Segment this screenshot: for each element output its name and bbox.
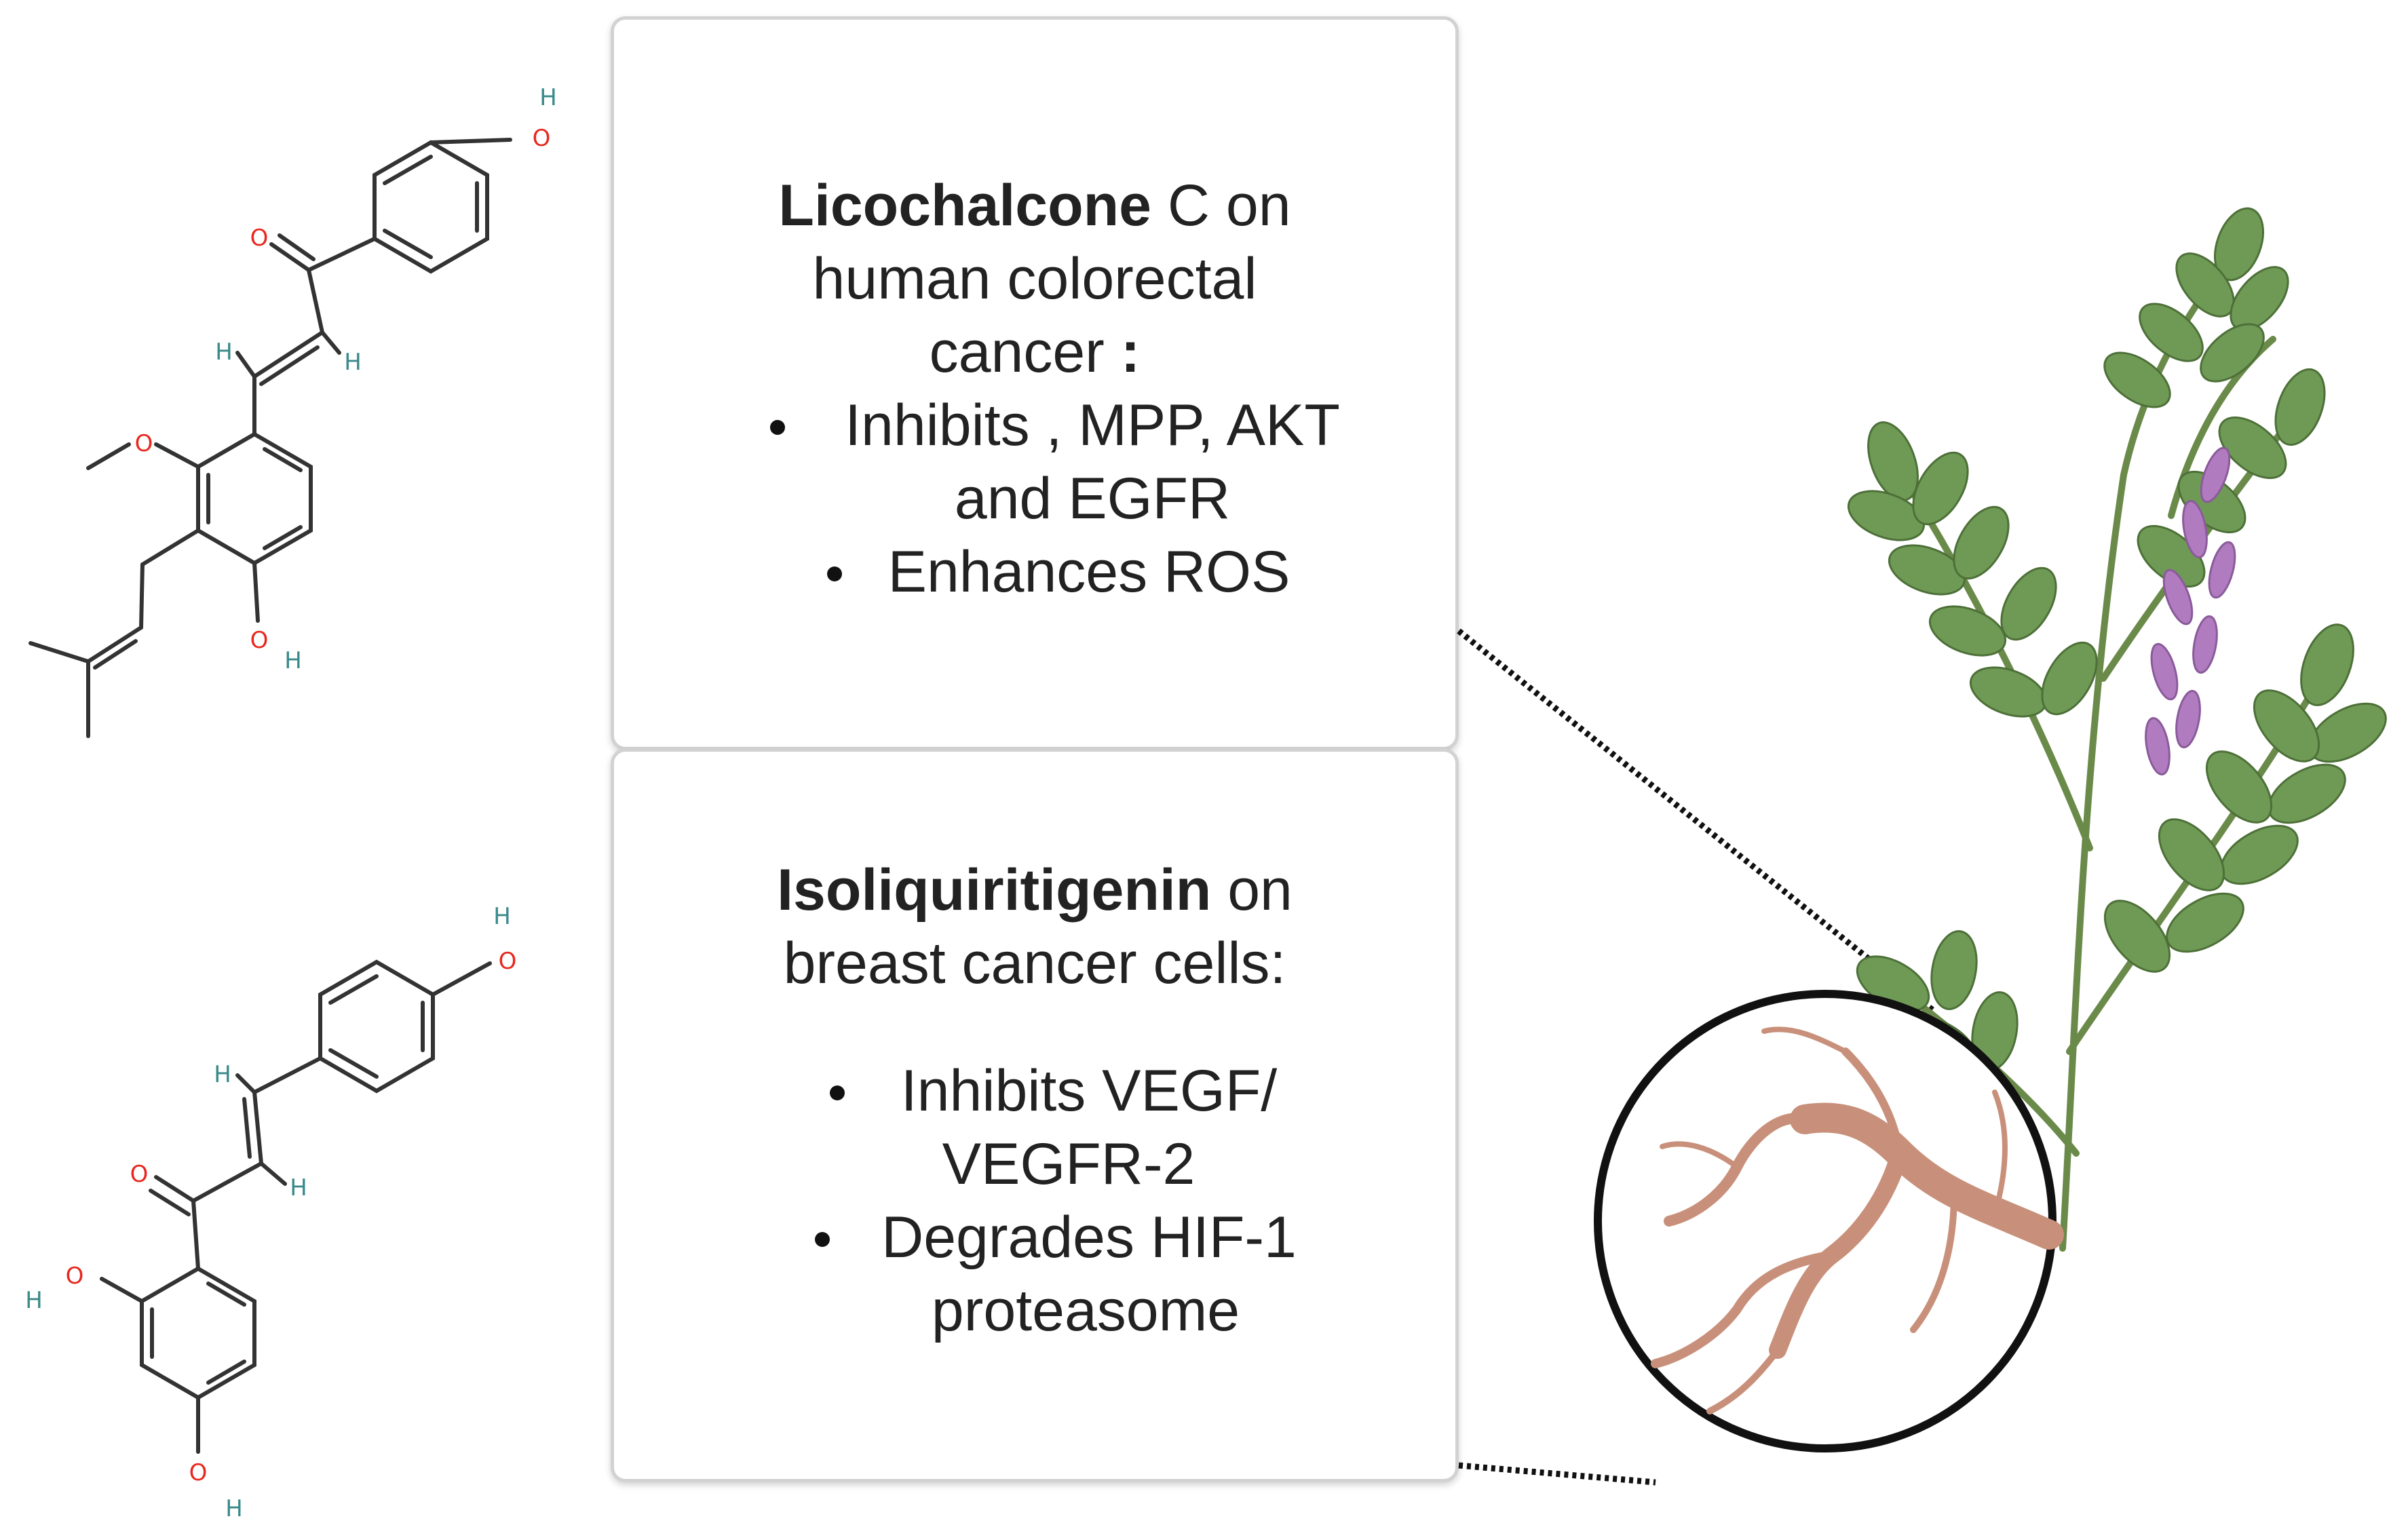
compound-name: Isoliquiritigenin — [777, 858, 1212, 923]
flower-cluster — [2145, 446, 2236, 775]
root-illustration — [1651, 1026, 2064, 1414]
isoliquiritigenin-structure: O H H H O O H O H — [25, 903, 517, 1522]
hydrogen-label: H — [284, 647, 302, 674]
hydrogen-label: H — [225, 1495, 243, 1522]
leaf-cluster — [1847, 207, 2387, 1073]
isoliquiritigenin-heading: Isoliquiritigenin on — [614, 853, 1455, 927]
oxygen-label: O — [189, 1459, 208, 1486]
heading-line: human colorectal — [812, 246, 1257, 311]
licochalcone-c-structure: O H O H H O O H — [28, 84, 557, 738]
hydrogen-label: H — [25, 1287, 43, 1314]
oxygen-label: O — [533, 125, 551, 152]
effect-item: Enhances ROS — [614, 535, 1455, 609]
oxygen-label: O — [66, 1263, 84, 1290]
hydrogen-label: H — [539, 84, 557, 111]
heading-line: cancer : — [929, 320, 1141, 385]
heading-text: C on — [1151, 173, 1291, 238]
oxygen-label: O — [130, 1161, 149, 1188]
heading-line: breast cancer cells: — [783, 931, 1286, 996]
bullet-icon — [827, 566, 842, 581]
isoliquiritigenin-box: Isoliquiritigenin on breast cancer cells… — [611, 748, 1459, 1482]
oxygen-label: O — [499, 948, 517, 975]
oxygen-label: O — [250, 627, 269, 654]
compound-name: Licochalcone — [778, 173, 1152, 238]
bullet-icon — [815, 1232, 830, 1247]
bullet-icon — [830, 1085, 845, 1100]
oxygen-label: O — [250, 225, 269, 252]
bullet-icon — [770, 420, 785, 435]
effects-list: Inhibits VEGF/ VEGFR-2 Degrades HIF-1 pr… — [614, 1054, 1455, 1347]
oxygen-label: O — [135, 430, 153, 457]
hydrogen-label: H — [290, 1174, 307, 1201]
licochalcone-c-box: Licochalcone C on human colorectal cance… — [611, 16, 1459, 750]
hydrogen-label: H — [214, 1061, 231, 1088]
hydrogen-label: H — [493, 903, 511, 930]
hydrogen-label: H — [344, 349, 362, 376]
effect-item: Degrades HIF-1 proteasome — [614, 1201, 1455, 1347]
licorice-plant-illustration — [1457, 207, 2387, 1486]
effect-item: Inhibits , MPP, AKT and EGFR — [614, 389, 1455, 535]
hydrogen-label: H — [215, 339, 233, 366]
connector-line-bottom — [1458, 1462, 1656, 1486]
licochalcone-c-heading: Licochalcone C on — [614, 169, 1455, 242]
connector-line-top — [1457, 628, 1936, 1014]
effects-list: Inhibits , MPP, AKT and EGFR Enhances RO… — [614, 389, 1455, 609]
effect-item: Inhibits VEGF/ VEGFR-2 — [614, 1054, 1455, 1201]
heading-text: on — [1211, 858, 1293, 923]
